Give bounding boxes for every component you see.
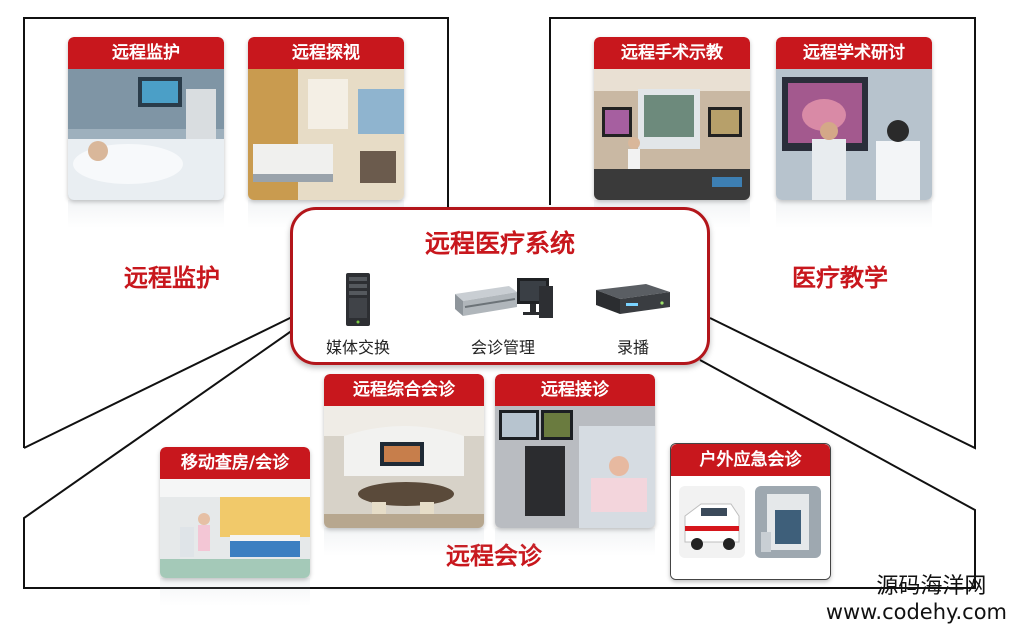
device-label: 录播 — [616, 338, 649, 357]
watermark-url: www.codehy.com — [825, 600, 1007, 624]
card-title: 远程接诊 — [495, 374, 655, 406]
section-label-monitoring: 远程监护 — [124, 264, 220, 292]
card-mobile-rounds[interactable]: 移动查房/会诊 — [160, 447, 310, 578]
section-label-consultation: 远程会诊 — [446, 542, 542, 570]
card-reflection — [160, 578, 310, 606]
card-outdoor-emergency[interactable]: 户外应急会诊 — [670, 443, 831, 580]
card-title: 远程手术示教 — [594, 37, 750, 69]
card-remote-surgery-demo[interactable]: 远程手术示教 — [594, 37, 750, 200]
recorder-box-icon — [596, 284, 670, 314]
card-title: 远程探视 — [248, 37, 404, 69]
section-label-teaching: 医疗教学 — [792, 264, 888, 292]
card-title: 移动查房/会诊 — [160, 447, 310, 479]
card-title: 远程综合会诊 — [324, 374, 484, 406]
card-remote-visit[interactable]: 远程探视 — [248, 37, 404, 200]
referral-room-photo — [495, 406, 655, 528]
card-reflection — [68, 200, 224, 228]
frame-right — [549, 17, 976, 450]
device-consult-management[interactable]: 会诊管理 — [438, 272, 568, 358]
center-title: 远程医疗系统 — [424, 229, 575, 258]
server-tower-icon — [346, 273, 370, 326]
card-title: 远程监护 — [68, 37, 224, 69]
watermark: 源码海洋网 www.codehy.com — [826, 574, 1007, 624]
rack-server-monitor-icon — [455, 278, 553, 318]
card-remote-monitoring[interactable]: 远程监护 — [68, 37, 224, 200]
conference-room-photo — [324, 406, 484, 528]
device-label: 媒体交换 — [325, 338, 390, 357]
center-panel: 远程医疗系统 媒体交换 会诊管理 — [290, 207, 710, 365]
device-label: 会诊管理 — [470, 338, 535, 357]
surgery-demo-photo — [594, 69, 750, 200]
card-remote-referral[interactable]: 远程接诊 — [495, 374, 655, 528]
icu-photo — [68, 69, 224, 200]
card-title: 远程学术研讨 — [776, 37, 932, 69]
frame-bottom — [23, 317, 976, 589]
card-reflection — [324, 528, 484, 556]
card-reflection — [495, 528, 655, 556]
ward-photo — [248, 69, 404, 200]
device-media-exchange[interactable]: 媒体交换 — [293, 272, 423, 358]
seminar-photo — [776, 69, 932, 200]
device-recording[interactable]: 录播 — [568, 272, 698, 358]
card-reflection — [776, 200, 932, 228]
card-remote-seminar[interactable]: 远程学术研讨 — [776, 37, 932, 200]
frame-left — [23, 17, 449, 449]
card-remote-general-consultation[interactable]: 远程综合会诊 — [324, 374, 484, 528]
ambulance-photos — [671, 476, 830, 579]
card-title: 户外应急会诊 — [671, 444, 830, 476]
watermark-site-name: 源码海洋网 — [876, 574, 987, 599]
ward-rounds-photo — [160, 479, 310, 578]
